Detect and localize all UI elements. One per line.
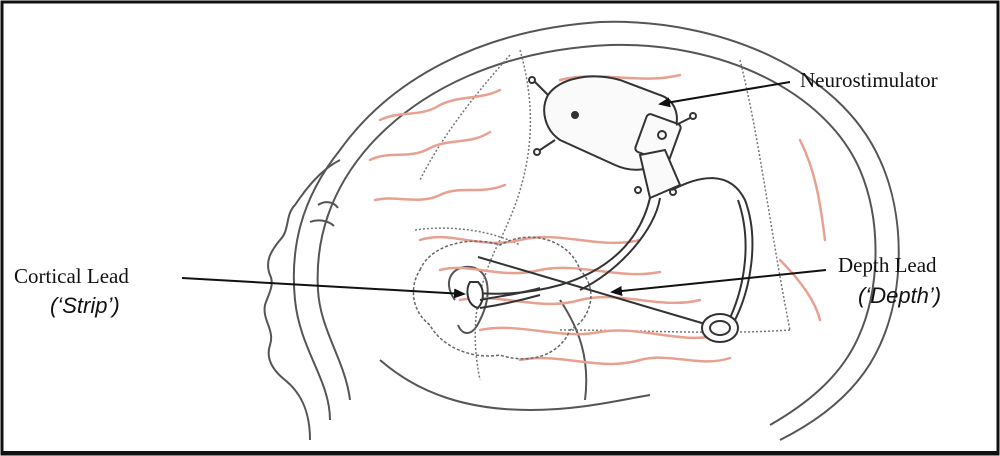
neurostimulator-arrow: [658, 81, 791, 108]
depth-lead-alias: (‘Depth’): [858, 283, 941, 308]
cortical-lead-arrow: [181, 277, 466, 299]
neurostimulator-label: Neurostimulator: [800, 68, 938, 92]
neurostimulator-device: [528, 75, 697, 200]
cortical-lead-alias: (‘Strip’): [50, 293, 120, 318]
cortical-strip: [466, 281, 541, 310]
head-outline: [263, 20, 900, 441]
temporal-lobe-outline: [412, 236, 592, 360]
depth-lead-label: Depth Lead: [838, 253, 937, 277]
depth-lead: [477, 256, 739, 343]
lead-wires: [469, 177, 754, 321]
cortical-lead-label: Cortical Lead: [14, 264, 129, 288]
depth-lead-arrow: [610, 269, 827, 296]
